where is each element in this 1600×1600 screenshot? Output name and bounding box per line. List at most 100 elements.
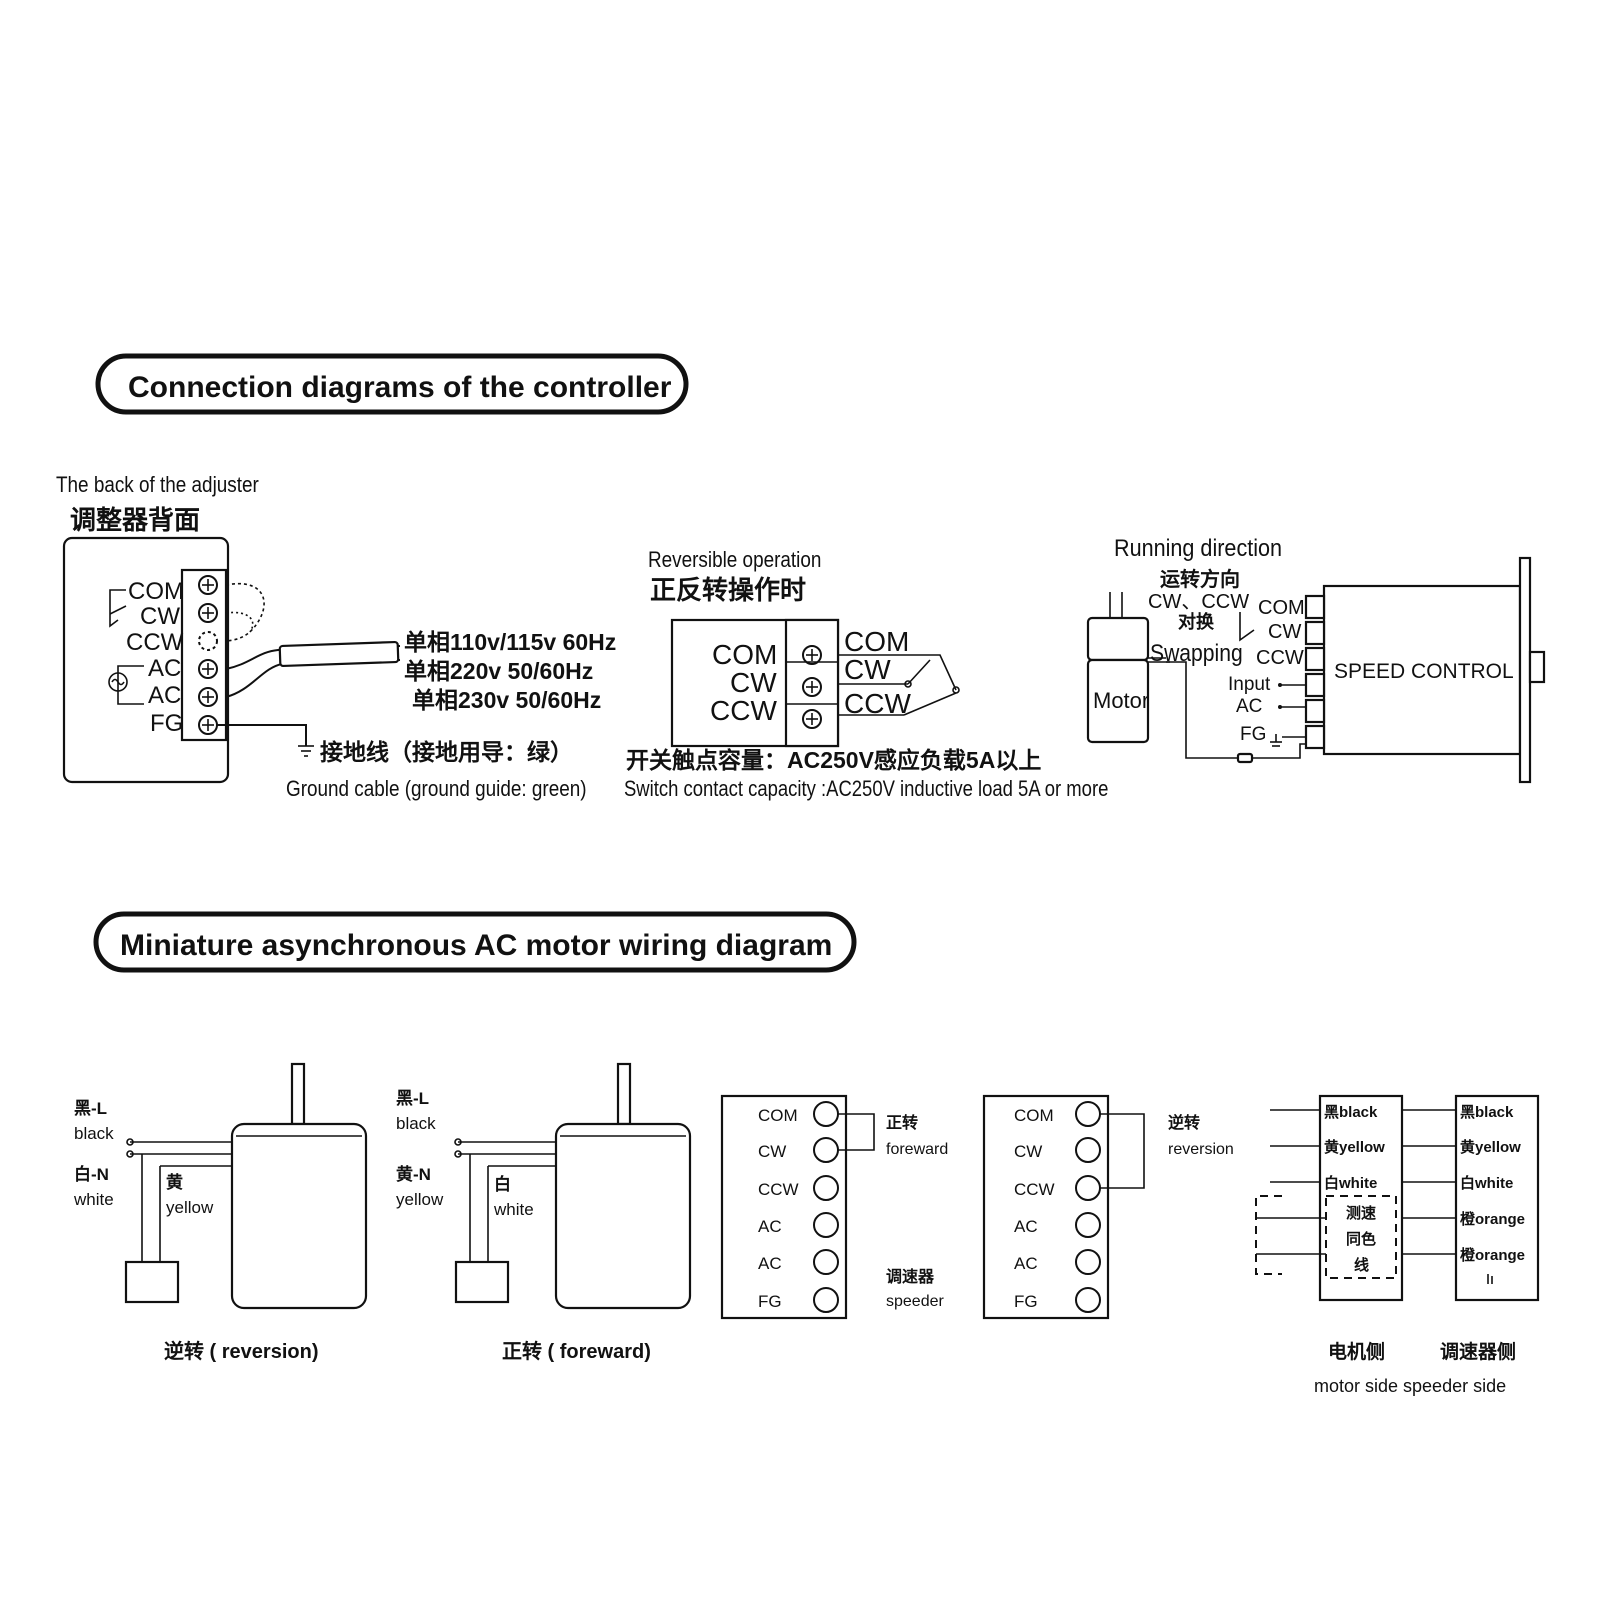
- pr-term-cw: CW: [1014, 1142, 1042, 1161]
- terminal-panel-forward: COM CW CCW AC AC FG 正转 foreward 调速器 spee…: [720, 1094, 948, 1320]
- forward-motor-body: [554, 1122, 692, 1310]
- speed-control-terminals: [1304, 594, 1326, 750]
- pf-term-cw: CW: [758, 1142, 786, 1161]
- motor-to-controller-wire: [1166, 661, 1238, 759]
- panel-forward-body: [720, 1094, 848, 1320]
- panel-reversion-body: [982, 1094, 1110, 1320]
- rev-wire2-cn: 白-N: [74, 1164, 109, 1184]
- forward-motor-diagram: 黑-L black 黄-N yellow 白 white 正转 ( forewa…: [396, 1062, 692, 1363]
- adjuster-jumper: [225, 582, 265, 642]
- speeder-side-cn: 调速器侧: [1440, 1340, 1516, 1363]
- rev-wire3-cn: 黄: [166, 1172, 183, 1192]
- adjuster-terminal-ac2: AC: [148, 682, 181, 709]
- swap-cn: 对换: [1178, 611, 1215, 632]
- pr-jumper-cn: 逆转: [1168, 1113, 1200, 1132]
- speed-control-box: [1322, 584, 1522, 756]
- ss-row-3: 白white: [1460, 1174, 1513, 1192]
- speed-sensor-group: [1325, 1195, 1397, 1279]
- section2-title: Miniature asynchronous AC motor wiring d…: [120, 929, 832, 962]
- adjuster-switch: [109, 589, 126, 628]
- ac-source-wire: [117, 665, 144, 705]
- power-line-1: 单相110v/115v 60Hz: [404, 629, 616, 655]
- reversible-out-ccw: CCW: [844, 688, 911, 719]
- sensor-dashed-wire: [1255, 1195, 1282, 1275]
- reversible-out-cw: CW: [844, 654, 891, 685]
- reversible-caption-en: Reversible operation: [648, 548, 821, 573]
- sc-label-fg: FG: [1240, 724, 1266, 745]
- running-caption-en: Running direction: [1114, 534, 1282, 561]
- sc-label-ccw: CCW: [1256, 647, 1304, 669]
- section2-title-pill: Miniature asynchronous AC motor wiring d…: [93, 911, 857, 973]
- pf-jumper: [838, 1113, 875, 1151]
- motor-gearhead: [1086, 616, 1150, 662]
- side-connection-diagram: 黑black 黄yellow 白white 测速 同色 线 黑black 黄ye…: [1255, 1094, 1540, 1396]
- sc-label-ac: AC: [1236, 696, 1262, 717]
- reversible-terminal-com: COM: [712, 639, 777, 670]
- fwd-wire3-en: white: [493, 1200, 534, 1219]
- fwd-wire2-en: yellow: [396, 1190, 444, 1209]
- section1-title-pill: Connection diagrams of the controller: [95, 353, 689, 415]
- ss-row-4: 橙orange: [1460, 1210, 1525, 1228]
- pf-speeder-en: speeder: [886, 1293, 944, 1310]
- power-line-3: 单相230v 50/60Hz: [412, 687, 601, 713]
- reversible-terminal-ccw: CCW: [710, 695, 777, 726]
- motor-side-cn: 电机侧: [1328, 1340, 1385, 1363]
- reversible-caption-cn: 正反转操作时: [650, 575, 806, 605]
- switch-capacity-cn: 开关触点容量：AC250V感应负载5A以上: [626, 747, 1041, 773]
- power-cable: [225, 645, 401, 670]
- reversion-motor-diagram: 黑-L black 白-N white 黄 yellow 逆转 ( revers…: [73, 1062, 368, 1363]
- sc-label-input: Input: [1228, 674, 1271, 695]
- pf-term-ac1: AC: [758, 1217, 782, 1236]
- pf-term-com: COM: [758, 1106, 798, 1125]
- adjuster-caption-en: The back of the adjuster: [56, 473, 259, 498]
- adjuster-terminal-cw: CW: [140, 603, 180, 630]
- section1-title: Connection diagrams of the controller: [128, 371, 672, 404]
- pr-term-ccw: CCW: [1014, 1180, 1055, 1199]
- sc-label-com: COM: [1258, 597, 1305, 619]
- swap-top: CW、CCW: [1148, 591, 1249, 613]
- speed-control-label: SPEED CONTROL: [1334, 660, 1514, 683]
- pr-jumper: [1100, 1113, 1145, 1189]
- pr-jumper-en: reversion: [1168, 1141, 1234, 1158]
- fwd-wire1-en: black: [396, 1114, 436, 1133]
- pf-jumper-cn: 正转: [886, 1113, 918, 1132]
- power-line-2: 单相220v 50/60Hz: [404, 658, 593, 684]
- reversible-out-com: COM: [844, 626, 909, 657]
- adjuster-terminal-ccw: CCW: [126, 629, 184, 656]
- ac-source-icon: [108, 672, 128, 692]
- ms-row-2: 黄yellow: [1324, 1138, 1385, 1156]
- rev-wire1-en: black: [74, 1124, 114, 1143]
- fwd-wire2-cn: 黄-N: [396, 1164, 431, 1184]
- ground-text-cn: 接地线（接地用导：绿）: [320, 739, 573, 765]
- motor-body: [1086, 658, 1150, 744]
- switch-capacity-en: Switch contact capacity :AC250V inductiv…: [624, 778, 1108, 802]
- forward-capacitor: [454, 1260, 510, 1304]
- reversible-switch: [838, 654, 957, 691]
- pf-term-ccw: CCW: [758, 1180, 799, 1199]
- adjuster-terminal-ac1: AC: [148, 655, 181, 682]
- ss-row-1: 黑black: [1460, 1104, 1514, 1121]
- rev-wire3-en: yellow: [166, 1198, 214, 1217]
- pr-term-ac1: AC: [1014, 1217, 1038, 1236]
- speed-knob: [1528, 650, 1546, 684]
- motor-side-block: [1318, 1094, 1404, 1302]
- ms-row-3: 白white: [1324, 1174, 1377, 1192]
- sc-label-cw: CW: [1268, 621, 1301, 643]
- ms-mid-1: 测速: [1346, 1204, 1376, 1222]
- adjuster-back: The back of the adjuster 调整器背面 COM CW CC…: [56, 473, 401, 784]
- fwd-wire1-cn: 黑-L: [396, 1089, 429, 1108]
- ground-wire: [216, 724, 307, 746]
- reversible-terminal-cw: CW: [730, 667, 777, 698]
- ss-row-2: 黄yellow: [1460, 1138, 1521, 1156]
- pf-term-ac2: AC: [758, 1254, 782, 1273]
- adjuster-screws: [198, 575, 218, 735]
- adjuster-terminal-com: COM: [128, 578, 184, 605]
- pf-speeder-cn: 调速器: [886, 1268, 935, 1286]
- reversible-operation: Reversible operation 正反转操作时 COM CW CCW C…: [624, 548, 1108, 802]
- sc-ground-icon: [1270, 734, 1282, 747]
- pf-jumper-en: foreward: [886, 1141, 948, 1158]
- ground-text-en: Ground cable (ground guide: green): [286, 777, 587, 802]
- running-caption-cn: 运转方向: [1160, 567, 1240, 591]
- reversion-motor-shaft: [290, 1062, 306, 1126]
